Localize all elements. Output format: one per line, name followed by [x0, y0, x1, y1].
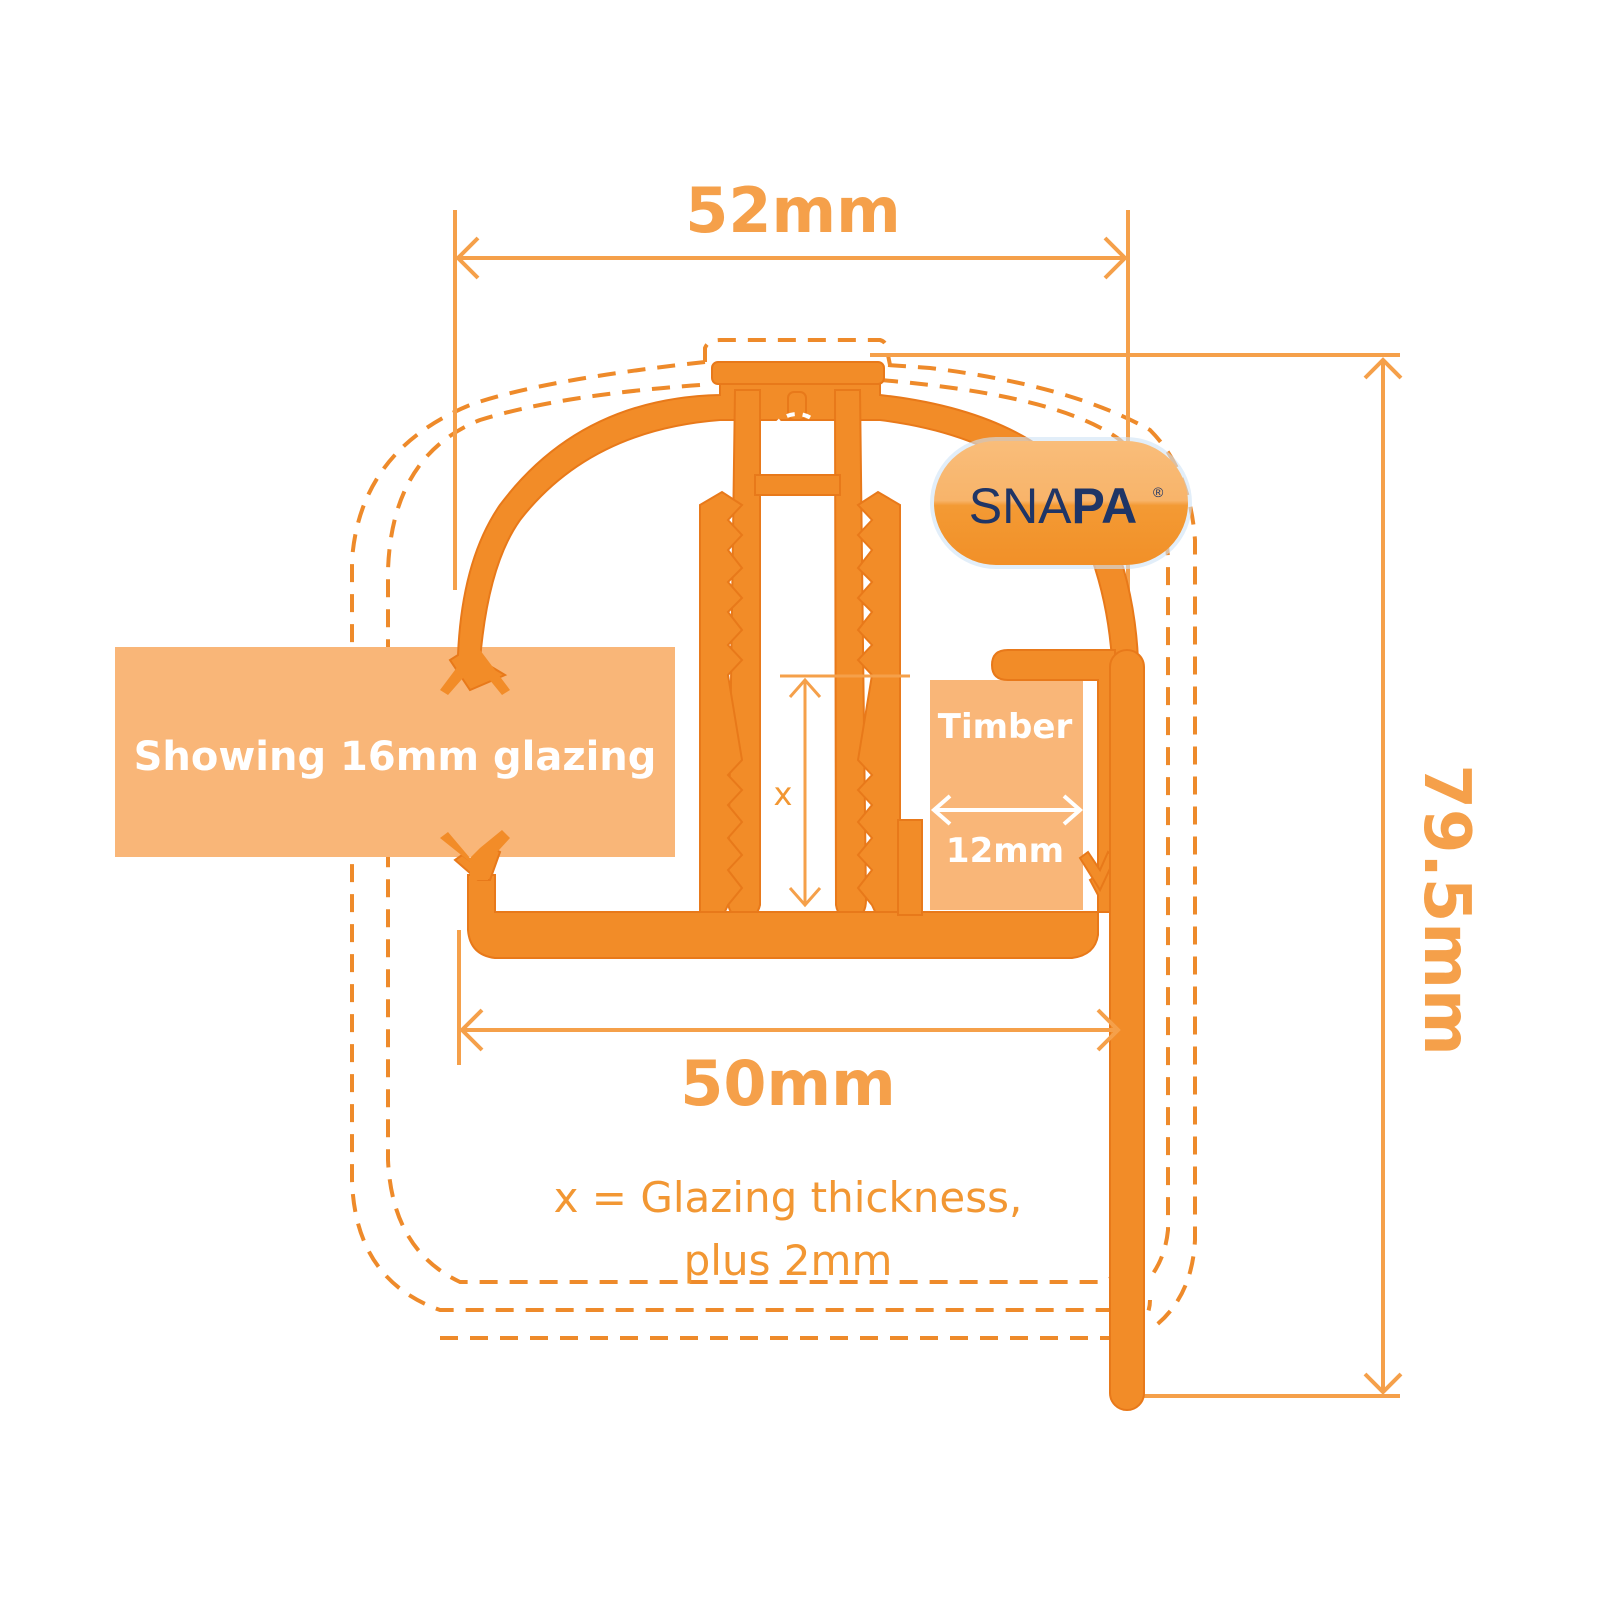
arrow-left-icon — [455, 236, 480, 280]
glazing-gap-symbol: x — [774, 775, 793, 813]
arrow-left-icon — [459, 1008, 484, 1052]
timber-label: Timber — [938, 707, 1073, 747]
arrow-down-icon — [788, 887, 822, 908]
snapa-profile — [448, 361, 1145, 1411]
arrow-right-icon — [1096, 1008, 1121, 1052]
stem-right-leg — [833, 389, 868, 919]
glazing-note-line1: x = Glazing thickness, — [554, 1173, 1023, 1222]
glazing-gap-dimension — [780, 674, 910, 908]
stem-crossbar — [754, 474, 841, 496]
top-width-label: 52mm — [685, 174, 901, 247]
glazing-panel — [115, 647, 675, 857]
screw-head-outline — [769, 412, 825, 468]
cap-top-ridge — [711, 361, 885, 385]
glazing-upper-fork — [440, 650, 510, 695]
dimension-bottom-width — [457, 930, 1121, 1065]
base-bottom-bar — [467, 649, 1116, 959]
glazing-lower-fork — [440, 830, 510, 880]
base-timber-divider — [897, 819, 923, 916]
dimension-height — [870, 353, 1403, 1398]
arrow-right-icon — [1062, 794, 1084, 826]
snapa-logo-text: SNAPA — [969, 478, 1138, 534]
snapa-logo-badge: SNAPA ® — [930, 437, 1192, 569]
arrow-up-icon — [1363, 357, 1403, 380]
glazing-note-line2: plus 2mm — [684, 1236, 893, 1285]
height-label: 79.5mm — [1409, 764, 1483, 1055]
arrow-down-icon — [1363, 1372, 1403, 1395]
arrow-left-icon — [930, 794, 952, 826]
arrow-right-icon — [1103, 236, 1128, 280]
arrow-up-icon — [788, 677, 822, 698]
timber-block — [930, 680, 1083, 910]
glazing-panel-label: Showing 16mm glazing — [134, 734, 657, 780]
registered-mark: ® — [1153, 484, 1164, 500]
timber-width-label: 12mm — [946, 831, 1064, 871]
base-left-serrated-wall — [699, 490, 744, 919]
bottom-width-label: 50mm — [680, 1047, 896, 1120]
timber-width-dimension — [930, 794, 1084, 826]
